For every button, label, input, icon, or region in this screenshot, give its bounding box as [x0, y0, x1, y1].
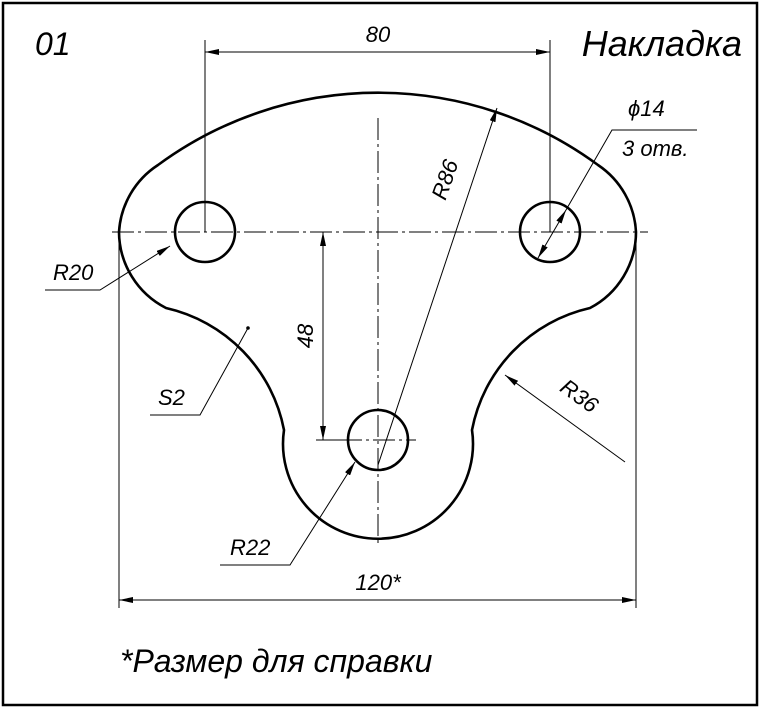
radius-r86-label: R86: [427, 156, 464, 203]
dimension-line-hole: [537, 209, 567, 259]
leader-r20: [45, 245, 171, 291]
radius-r22-label: R22: [230, 535, 270, 560]
part-outline: [117, 91, 638, 540]
radius-r36-label: R36: [556, 374, 604, 418]
drawing-number: 01: [35, 26, 71, 62]
hole-count-label: 3 отв.: [622, 136, 689, 161]
leader-r86: [377, 107, 498, 466]
dimension-120-label: 120*: [355, 570, 402, 595]
leader-r36: [504, 374, 626, 463]
dimension-48-label: 48: [293, 323, 318, 348]
radius-r20-label: R20: [53, 260, 94, 285]
leader-r22: [220, 461, 356, 566]
leader-s2: [150, 327, 249, 416]
footnote: *Размер для справки: [120, 643, 433, 679]
dimension-80-label: 80: [366, 22, 391, 47]
hole-diameter-label: ϕ14: [628, 96, 665, 121]
leader-hole: [565, 129, 697, 211]
thickness-label: S2: [158, 385, 185, 410]
drawing-title: Накладка: [582, 23, 742, 64]
